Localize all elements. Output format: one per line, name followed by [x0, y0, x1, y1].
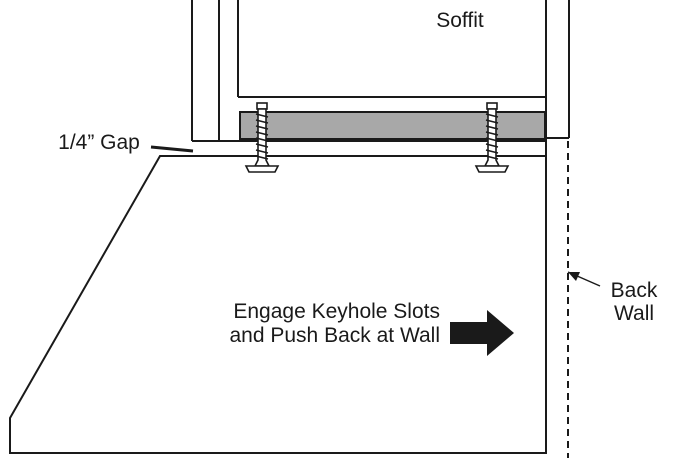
- back-wall-pointer: [567, 271, 601, 287]
- cabinet-outline: [191, 0, 570, 142]
- gap-leader-line: [150, 145, 194, 153]
- back-wall-label-line2: Wall: [614, 302, 654, 325]
- instruction-line2: and Push Back at Wall: [230, 324, 441, 347]
- soffit-label: Soffit: [436, 9, 484, 32]
- wood-screw-icon: [244, 102, 280, 173]
- back-wall-label-line1: Back: [611, 279, 658, 302]
- arrow-right-icon: [450, 310, 514, 356]
- wood-screw-icon: [474, 102, 510, 173]
- gap-label: 1/4” Gap: [58, 131, 140, 154]
- mounting-strip: [239, 111, 546, 140]
- instruction-line1: Engage Keyhole Slots: [233, 300, 440, 323]
- range-hood-body: [9, 155, 547, 454]
